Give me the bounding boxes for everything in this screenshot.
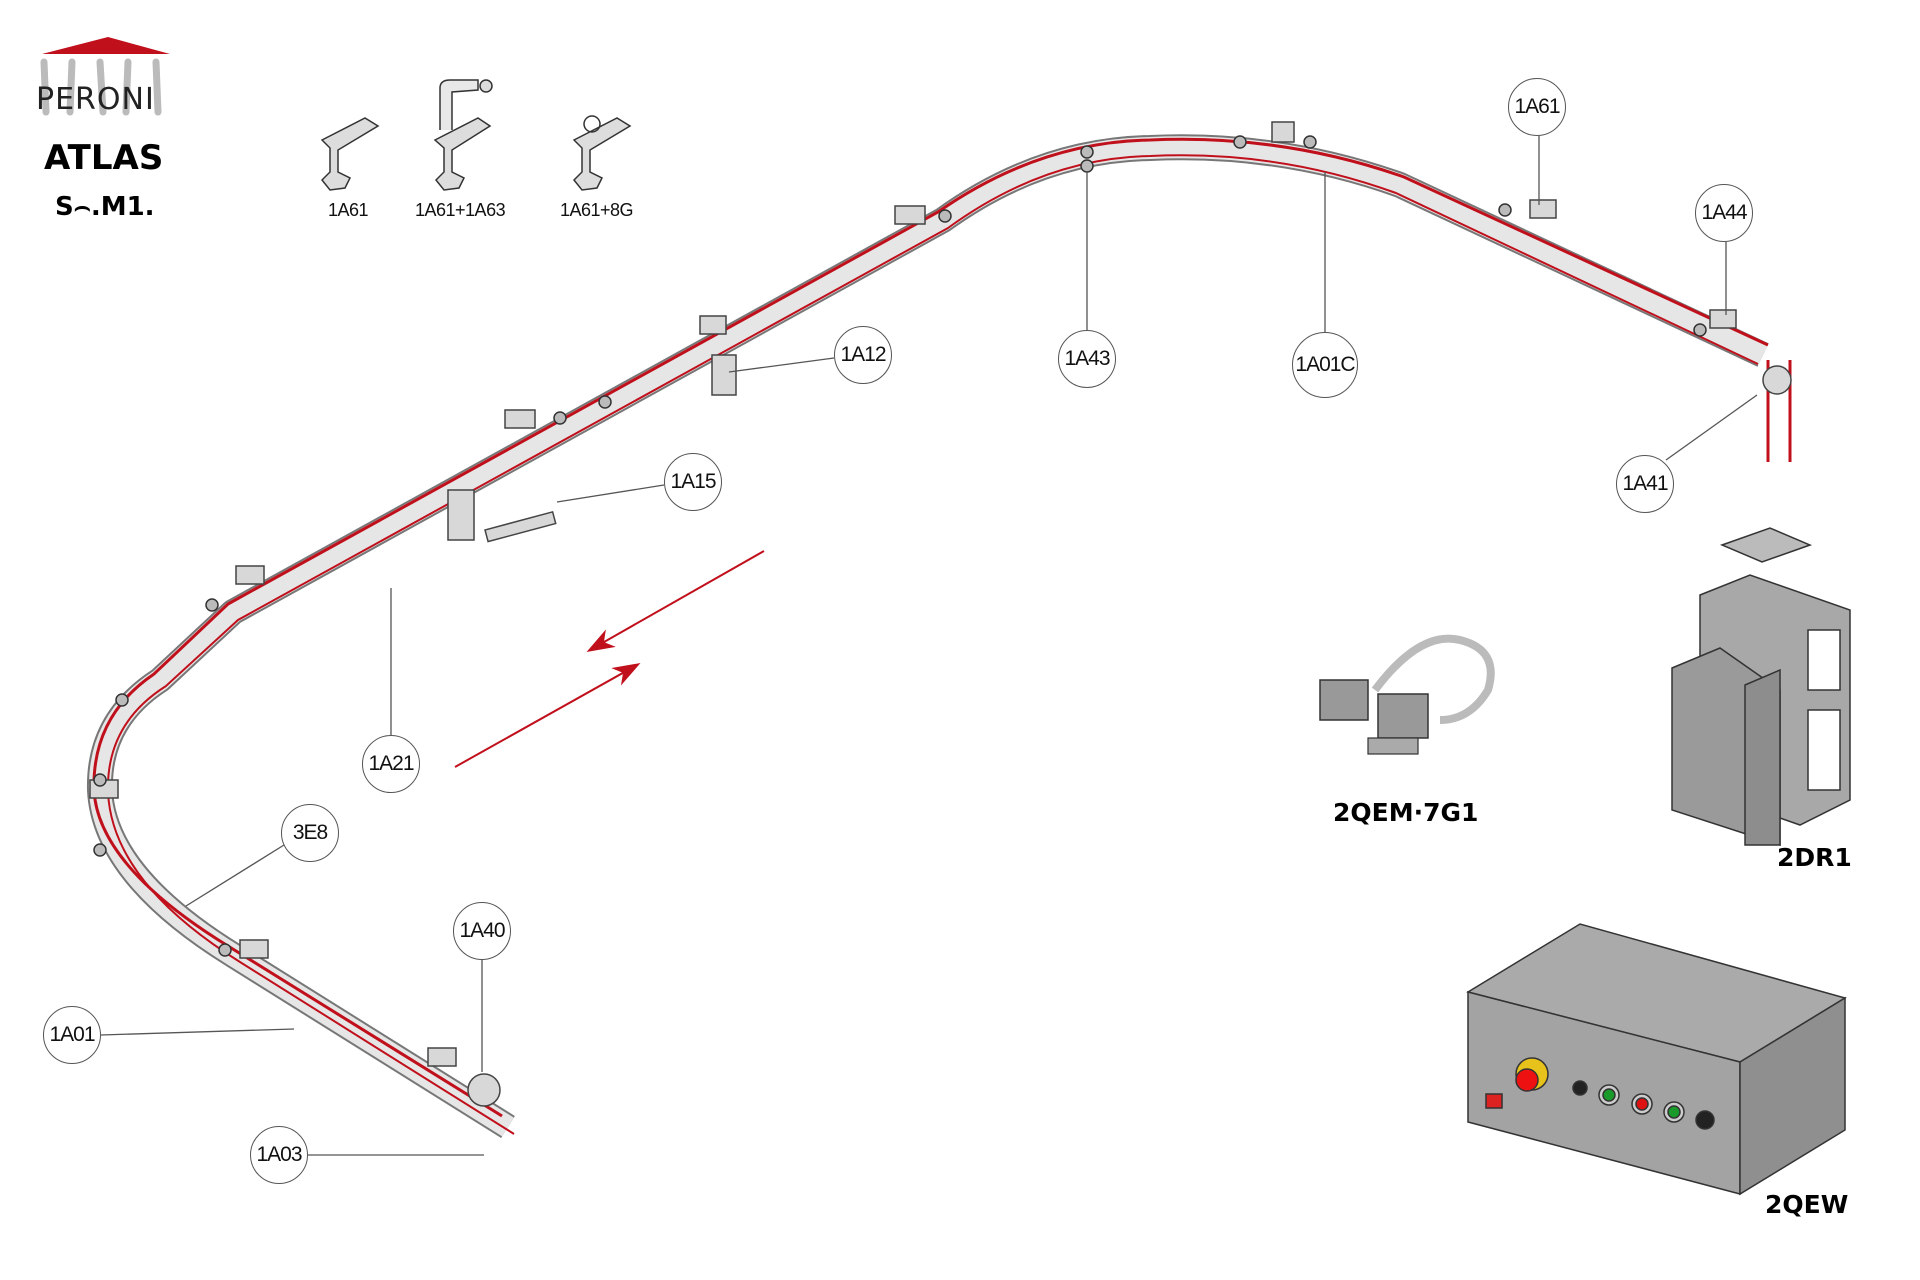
arrow-right bbox=[454, 663, 641, 768]
trolleys bbox=[93, 135, 1707, 957]
track-hangers bbox=[89, 121, 1792, 1107]
callout-1a01: 1A01 bbox=[43, 1006, 101, 1064]
bracket-label: 1A61+8G bbox=[560, 200, 634, 220]
arrow-left bbox=[586, 550, 765, 652]
drive-label: 2DR1 bbox=[1777, 843, 1852, 872]
leader-lines bbox=[100, 136, 1758, 1156]
model-name: S⌢.M1. bbox=[55, 192, 155, 222]
callout-1a01c: 1A01C bbox=[1292, 332, 1358, 398]
callout-1a43: 1A43 bbox=[1058, 330, 1116, 388]
direction-arrows bbox=[454, 550, 765, 768]
callout-3e8: 3E8 bbox=[281, 804, 339, 862]
callout-1a15: 1A15 bbox=[664, 453, 722, 511]
callout-1a44: 1A44 bbox=[1695, 184, 1753, 242]
bracket-label: 1A61 bbox=[328, 200, 369, 220]
callout-1a12: 1A12 bbox=[834, 326, 892, 384]
control-box-image bbox=[1466, 923, 1847, 1196]
bracket-label: 1A61+1A63 bbox=[415, 200, 506, 220]
callout-1a41: 1A41 bbox=[1616, 455, 1674, 513]
connector-cable-image bbox=[1319, 634, 1495, 755]
product-name: ATLAS bbox=[44, 138, 164, 178]
callout-1a40: 1A40 bbox=[453, 902, 511, 960]
bracket-icons bbox=[320, 79, 632, 191]
callout-1a03: 1A03 bbox=[250, 1126, 308, 1184]
drive-unit-image bbox=[1671, 527, 1851, 847]
control-box-label: 2QEW bbox=[1765, 1190, 1849, 1219]
connector-label: 2QEM·7G1 bbox=[1333, 798, 1479, 827]
peroni-logo bbox=[40, 37, 170, 116]
callout-1a21: 1A21 bbox=[362, 735, 420, 793]
logo-text: PERONI bbox=[36, 82, 155, 117]
callout-1a61: 1A61 bbox=[1508, 78, 1566, 136]
